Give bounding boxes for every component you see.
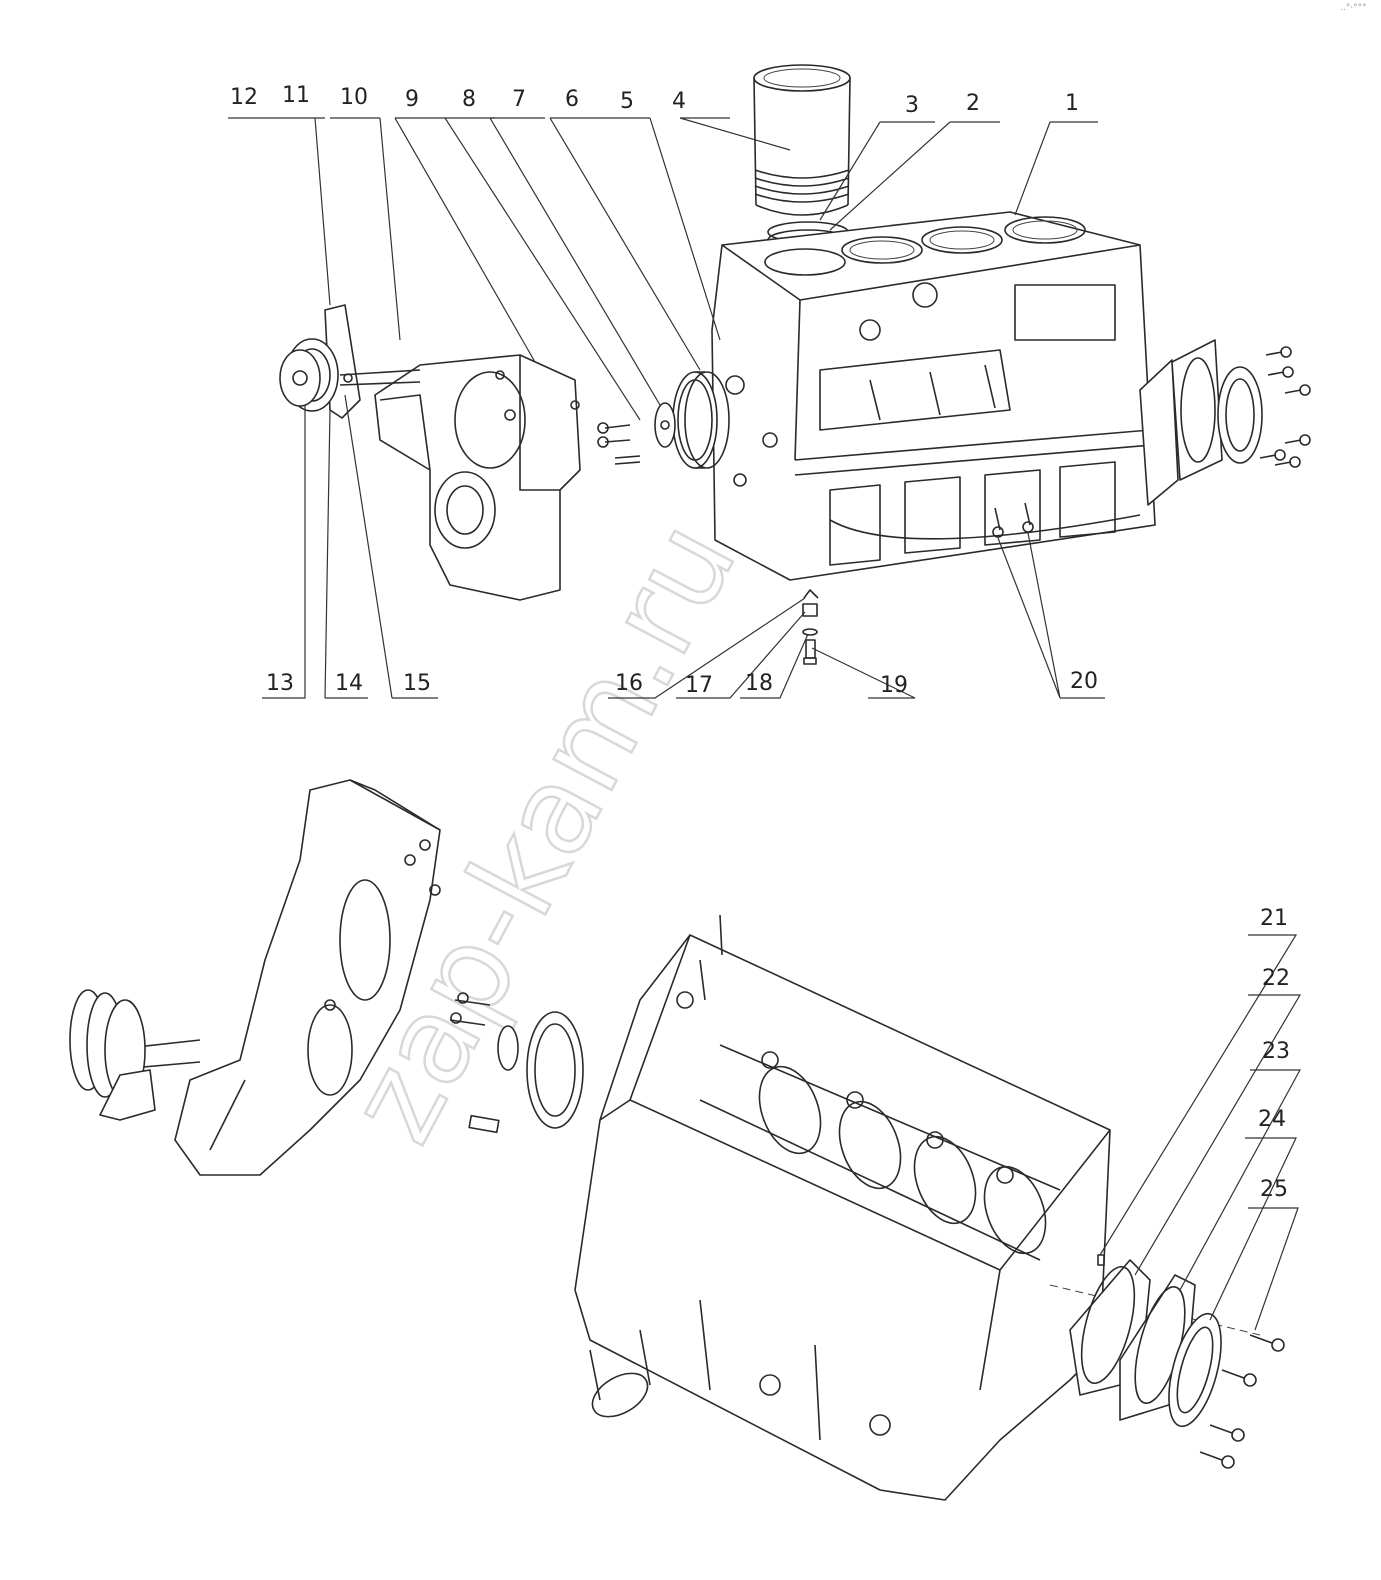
callout-11: 11 [282, 83, 310, 108]
callout-3: 3 [905, 93, 919, 118]
callout-labels: 1 2 3 4 5 6 7 8 9 10 11 12 13 14 15 16 1… [230, 83, 1290, 1202]
cylinder-liner-bottom [589, 1329, 651, 1418]
callout-7: 7 [512, 87, 526, 112]
callout-9: 9 [405, 87, 419, 112]
cylinder-block [711, 211, 1156, 581]
callout-1: 1 [1065, 91, 1079, 116]
corner-mark: ..°·°°° [1340, 3, 1367, 13]
callout-23: 23 [1262, 1039, 1290, 1064]
callout-5: 5 [620, 89, 634, 114]
cylinder-liner [753, 64, 851, 216]
rear-seal-housing-top [1139, 339, 1311, 506]
timing-cover-bottom [174, 779, 441, 1176]
cylinder-block-bottom [574, 914, 1111, 1501]
piston-cooling-nozzles [992, 502, 1034, 538]
callout-6: 6 [565, 87, 579, 112]
idler-gear-assembly [597, 371, 730, 469]
bolts-bottom [1199, 1334, 1285, 1469]
pulley-bracket-assembly [279, 304, 421, 419]
bolts-top [1259, 346, 1311, 468]
callout-18: 18 [745, 671, 773, 696]
callout-17: 17 [685, 673, 713, 698]
gear-bottom [449, 992, 584, 1134]
callout-25: 25 [1260, 1177, 1288, 1202]
callout-14: 14 [335, 671, 363, 696]
callout-22: 22 [1262, 966, 1290, 991]
callout-19: 19 [880, 673, 908, 698]
callout-15: 15 [403, 671, 431, 696]
callout-10: 10 [340, 85, 368, 110]
rear-seal-bottom [1049, 1254, 1285, 1469]
pulley-bottom [69, 989, 201, 1121]
timing-gear-cover [374, 354, 581, 601]
callout-24: 24 [1258, 1107, 1286, 1132]
leader-lines [228, 117, 1302, 1331]
callout-12: 12 [230, 85, 258, 110]
oil-jet-parts [802, 589, 819, 665]
callout-21: 21 [1260, 906, 1288, 931]
callout-2: 2 [966, 91, 980, 116]
callout-20: 20 [1070, 669, 1098, 694]
callout-8: 8 [462, 87, 476, 112]
callout-13: 13 [266, 671, 294, 696]
callout-4: 4 [672, 89, 686, 114]
callout-16: 16 [615, 671, 643, 696]
